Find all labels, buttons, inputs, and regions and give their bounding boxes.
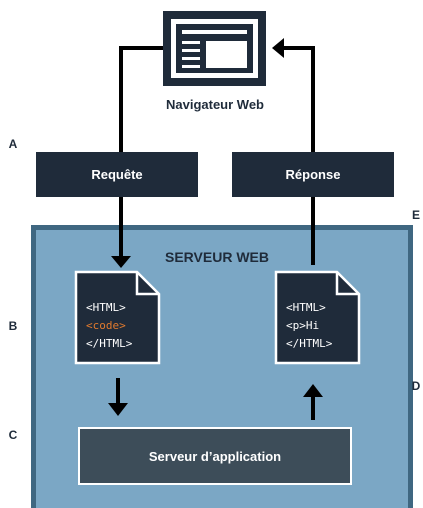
arrow-left-icon	[272, 38, 284, 58]
response-path	[282, 46, 315, 265]
doc-right-line-3: </HTML>	[286, 337, 333, 350]
arrow-down-icon	[111, 256, 131, 268]
app-server-label: Serveur d’application	[149, 449, 281, 464]
request-box	[36, 152, 198, 197]
doc-left-line-1: <HTML>	[86, 301, 126, 314]
arrow-down-icon	[108, 403, 128, 416]
browser-icon	[163, 11, 266, 86]
request-path	[119, 46, 163, 259]
response-label: Réponse	[286, 167, 341, 182]
web-server-title: SERVEUR WEB	[165, 249, 269, 265]
doc-left-line-3: </HTML>	[86, 337, 133, 350]
marker-b: B	[9, 319, 18, 333]
doc-right-line-2: <p>Hi	[286, 319, 319, 332]
response-box	[232, 152, 394, 197]
browser-label: Navigateur Web	[166, 97, 264, 112]
document-icon-left	[74, 270, 161, 365]
arrow-up-icon	[303, 384, 323, 397]
request-label: Requête	[91, 167, 142, 182]
marker-c: C	[9, 428, 18, 442]
marker-d: D	[412, 379, 421, 393]
document-icon-right	[274, 270, 361, 365]
marker-e: E	[412, 208, 420, 222]
doc-left-line-2: <code>	[86, 319, 126, 332]
app-server-box	[78, 427, 352, 485]
doc-right-line-1: <HTML>	[286, 301, 326, 314]
marker-a: A	[9, 137, 18, 151]
